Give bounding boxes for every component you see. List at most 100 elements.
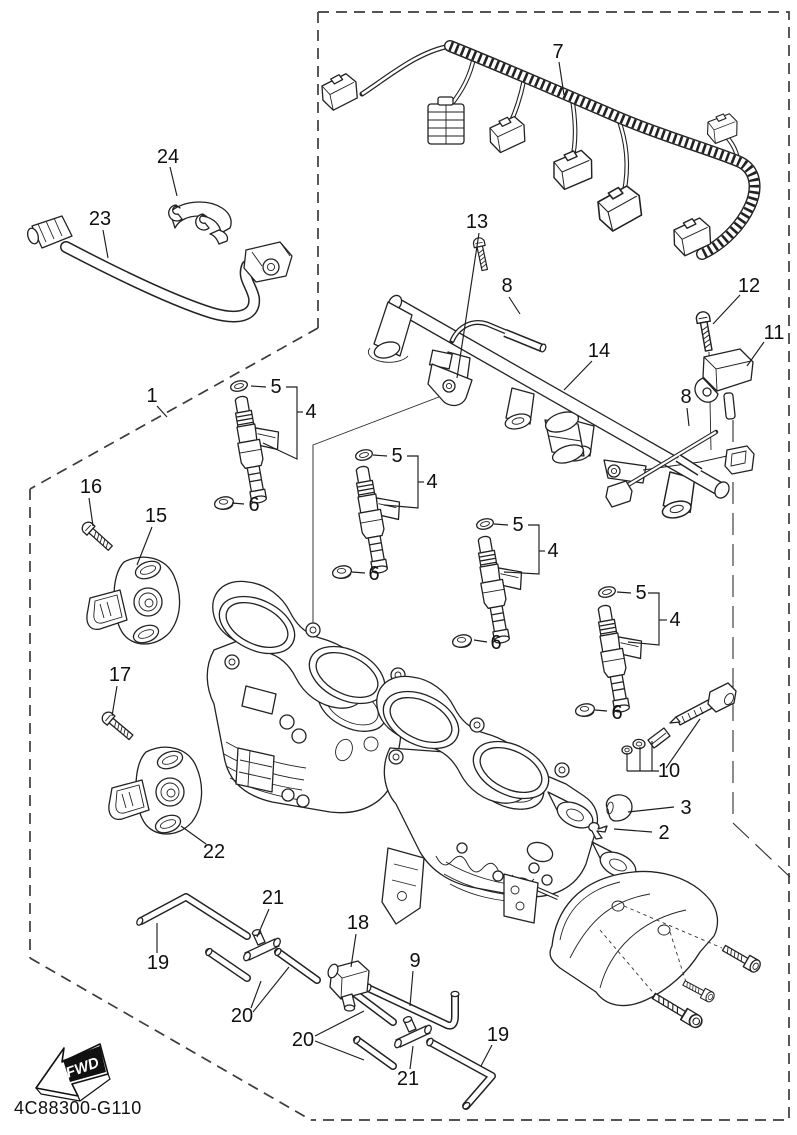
hose-clamp [168, 201, 232, 245]
wire-harness [317, 40, 761, 260]
callout-5: 5 [391, 445, 402, 467]
leader-line-21 [409, 1045, 414, 1070]
leader-line-4 [383, 455, 419, 509]
callout-1: 1 [146, 385, 157, 407]
callout-24: 24 [157, 146, 179, 168]
callout-21: 21 [262, 887, 284, 909]
leader-line-17 [111, 685, 118, 717]
callout-16: 16 [80, 476, 102, 498]
fuel-injector [350, 460, 412, 576]
callout-9: 9 [409, 950, 420, 972]
leader-line-4 [503, 524, 540, 575]
leader-line-8 [686, 407, 690, 427]
leader-line-9 [409, 970, 414, 1007]
callout-6: 6 [611, 702, 622, 724]
leader-line-12 [712, 294, 741, 325]
fuel-pipe-rear [605, 429, 719, 508]
leader-line-2 [613, 828, 653, 833]
callout-5: 5 [635, 582, 646, 604]
fuel-hose [26, 215, 293, 323]
callout-6: 6 [248, 494, 259, 516]
throttle-bracket [381, 847, 425, 925]
callout-5: 5 [270, 376, 281, 398]
intake-stub [547, 791, 637, 879]
leader-line-8 [508, 296, 521, 315]
callout-19: 19 [147, 952, 169, 974]
leader-line-7 [558, 61, 565, 96]
leader-line-19 [480, 1044, 493, 1067]
rail-damper [544, 411, 585, 464]
fuel-injector [472, 530, 534, 646]
linkage-hardware [503, 841, 554, 924]
callout-4: 4 [547, 540, 558, 562]
tps-sensor-22 [108, 746, 203, 837]
callout-6: 6 [368, 563, 379, 585]
fuel-injector [229, 390, 291, 506]
leader-line-23 [102, 229, 109, 259]
leader-line-5 [493, 523, 509, 526]
leader-line-21 [256, 908, 270, 938]
callout-21: 21 [397, 1068, 419, 1090]
ecu-connector [427, 96, 465, 145]
leader-line-15 [136, 526, 153, 566]
hose-fitting-left [26, 215, 73, 249]
callout-17: 17 [109, 664, 131, 686]
fuel-pipe-front [449, 320, 547, 353]
hose-fitting-right [243, 241, 293, 283]
callout-8: 8 [501, 275, 512, 297]
callout-20: 20 [231, 1005, 253, 1027]
tps-sensor-15 [86, 556, 181, 647]
leader-line-3 [627, 806, 675, 813]
leader-line-6 [231, 502, 245, 505]
callout-12: 12 [738, 275, 760, 297]
leader-line-6 [351, 571, 366, 574]
throttle-body-assembly [206, 580, 637, 925]
callout-23: 23 [89, 208, 111, 230]
rail-bracket-left [427, 349, 473, 407]
callout-14: 14 [588, 340, 610, 362]
leader-line-24 [169, 166, 178, 197]
part-code: 4C88300-G110 [14, 1098, 142, 1118]
callout-22: 22 [203, 841, 225, 863]
callout-6: 6 [490, 632, 501, 654]
leader-line-18 [350, 933, 357, 968]
fuel-rail [367, 294, 755, 522]
callout-11: 11 [764, 322, 785, 344]
callout-4: 4 [426, 471, 437, 493]
callout-15: 15 [145, 505, 167, 527]
boundary-lines [29, 11, 791, 1121]
servo-cover [503, 841, 723, 1007]
cover-bolt [649, 989, 706, 1031]
leader-line-20 [250, 980, 262, 1009]
callout-13: 13 [466, 211, 488, 233]
leader-line-5 [616, 591, 632, 594]
bolt-12 [694, 310, 716, 353]
leader-line-6 [594, 709, 608, 712]
callout-3: 3 [680, 797, 691, 819]
leader-line-13 [456, 232, 480, 379]
screw-13 [471, 236, 491, 272]
fwd-arrow: FWD [35, 1043, 111, 1102]
leader-line-20 [252, 966, 290, 1013]
rail-end-cylinder [367, 301, 413, 363]
cover-bolt [720, 941, 763, 975]
callout-2: 2 [658, 822, 669, 844]
leader-line-5 [372, 454, 388, 457]
leader-line-4 [627, 592, 660, 646]
callout-5: 5 [512, 514, 523, 536]
leader-line-11 [746, 341, 765, 367]
leader-line-20 [314, 1010, 365, 1037]
callout-7: 7 [552, 41, 563, 63]
screw-16 [79, 519, 115, 554]
callout-20: 20 [292, 1029, 314, 1051]
clip-2 [588, 822, 608, 840]
leader-line-10 [665, 718, 701, 769]
callout-10: 10 [658, 760, 680, 782]
leader-line-4 [262, 386, 298, 460]
callout-4: 4 [305, 401, 316, 423]
leader-line-20 [314, 1040, 365, 1061]
callout-8: 8 [680, 386, 691, 408]
